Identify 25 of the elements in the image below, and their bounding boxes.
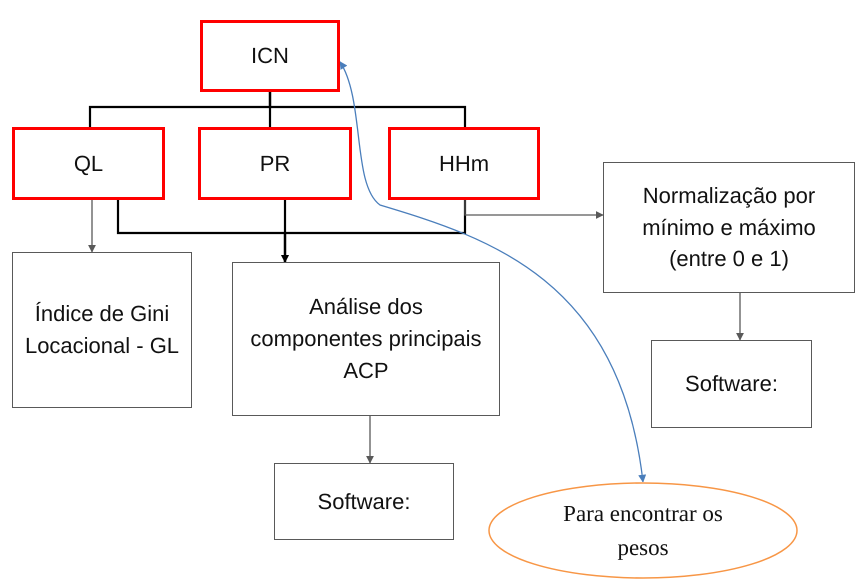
process-box — [12, 127, 165, 200]
node-text: ICN — [250, 42, 290, 70]
process-box — [12, 252, 192, 408]
node-text: HHm — [438, 150, 490, 178]
process-box — [651, 340, 812, 428]
node-text: Software: — [316, 488, 412, 516]
node-text: QL — [72, 150, 104, 178]
node-text: Normalização por mínimo e máximo (entre 0 e 1) — [641, 182, 817, 274]
process-box — [200, 20, 340, 92]
process-box — [198, 127, 352, 200]
node-text: Para encontrar os pesos — [562, 500, 724, 562]
process-box — [232, 262, 500, 416]
connector-arrow — [736, 293, 744, 341]
node-text: Índice de Gini Locacional - GL — [24, 300, 180, 360]
connector-arrow — [88, 200, 96, 253]
connector-arrow — [339, 61, 646, 483]
node-text: PR — [258, 150, 292, 178]
connector-arrow — [281, 200, 466, 263]
node-text: Análise dos componentes principais ACP — [249, 293, 483, 385]
process-box — [388, 127, 540, 200]
connector-arrow — [366, 416, 374, 464]
node-text: Software: — [684, 370, 779, 398]
connector-arrow — [464, 200, 604, 219]
process-box — [274, 463, 454, 540]
process-box — [603, 162, 855, 293]
